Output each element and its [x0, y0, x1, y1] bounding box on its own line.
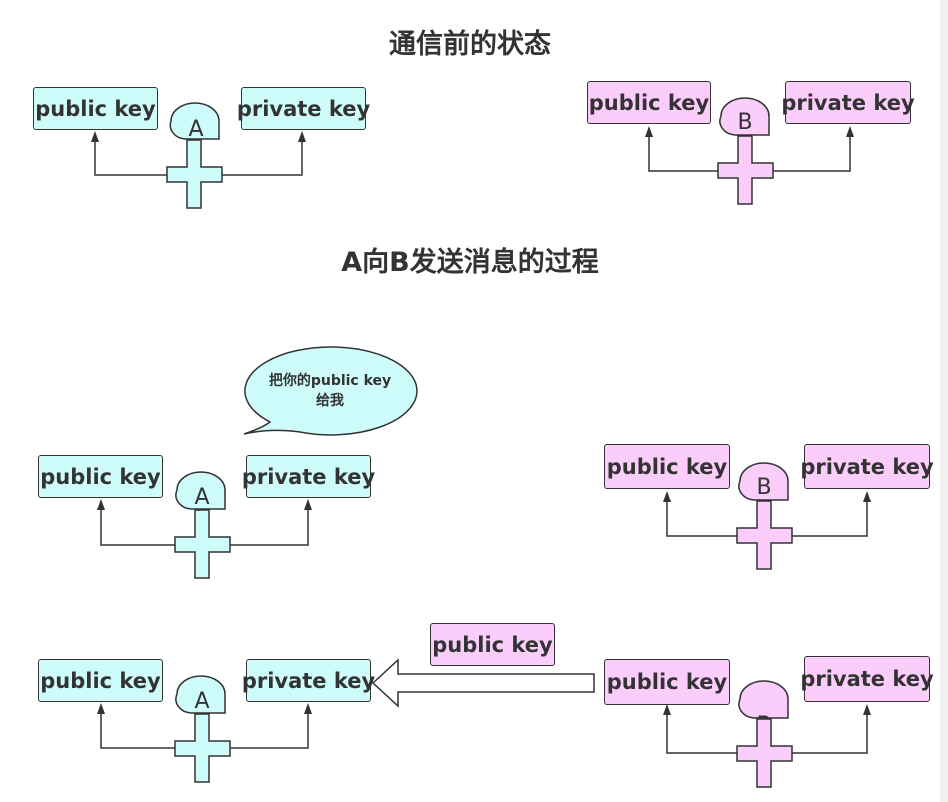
- arrow-head: [863, 704, 871, 715]
- speech-bubble-line-2: 给我: [316, 393, 344, 409]
- person-b-figure-2: B: [736, 462, 793, 570]
- title-before: 通信前的状态: [389, 29, 551, 60]
- person-b-letter: B: [737, 110, 752, 135]
- person-a-figure-1: A: [166, 102, 223, 209]
- a-public-key-box-1: public key: [33, 87, 158, 130]
- speech-bubble-shape: [243, 346, 418, 436]
- person-b-figure-3: B: [736, 680, 793, 788]
- person-a-letter: A: [188, 117, 203, 142]
- person-b-figure-1: B: [717, 97, 774, 205]
- b-private-key-box-2: private key: [800, 444, 934, 489]
- transfer-arrow: [371, 658, 595, 708]
- arrow-head: [645, 126, 653, 137]
- a-private-key-box-3: private key: [242, 659, 375, 702]
- person-b-letter: B: [756, 475, 771, 500]
- a-private-key-box-2: private key: [242, 455, 375, 498]
- key-connector-a-3: [100, 711, 309, 749]
- person-a-letter: A: [194, 485, 209, 510]
- transfer-public-key-box: public key: [430, 623, 555, 666]
- b-private-key-box-3: private key: [800, 656, 934, 702]
- arrow-head: [663, 491, 671, 502]
- a-public-key-box-3: public key: [38, 659, 163, 702]
- b-public-key-box-2: public key: [604, 444, 730, 489]
- arrow-head: [97, 499, 105, 510]
- key-connector-a-1: [94, 139, 303, 176]
- a-private-key-box-1: private key: [237, 87, 370, 130]
- person-a-letter: A: [194, 689, 209, 714]
- person-a-figure-3: A: [174, 675, 231, 783]
- b-public-key-box-1: public key: [587, 81, 711, 124]
- title-process: A向B发送消息的过程: [341, 247, 599, 278]
- speech-bubble-line-1: 把你的public key: [268, 373, 392, 389]
- b-public-key-box-3: public key: [604, 659, 730, 705]
- arrow-head: [304, 499, 312, 510]
- arrow-head: [304, 703, 312, 714]
- scrollbar[interactable]: [940, 0, 948, 802]
- speech-bubble-text: 把你的public key 给我: [242, 371, 418, 411]
- key-connector-b-1: [648, 134, 851, 172]
- key-connector-a-2: [100, 507, 309, 546]
- arrow-head: [846, 126, 854, 137]
- arrow-head: [663, 704, 671, 715]
- a-public-key-box-2: public key: [38, 455, 163, 498]
- arrow-head: [91, 131, 99, 142]
- key-connector-b-2: [666, 499, 868, 537]
- key-connector-b-3: [666, 712, 868, 754]
- b-private-key-box-1: private key: [781, 81, 915, 124]
- arrow-head: [863, 491, 871, 502]
- arrow-head: [97, 703, 105, 714]
- person-a-figure-2: A: [174, 471, 231, 579]
- arrow-head: [298, 131, 306, 142]
